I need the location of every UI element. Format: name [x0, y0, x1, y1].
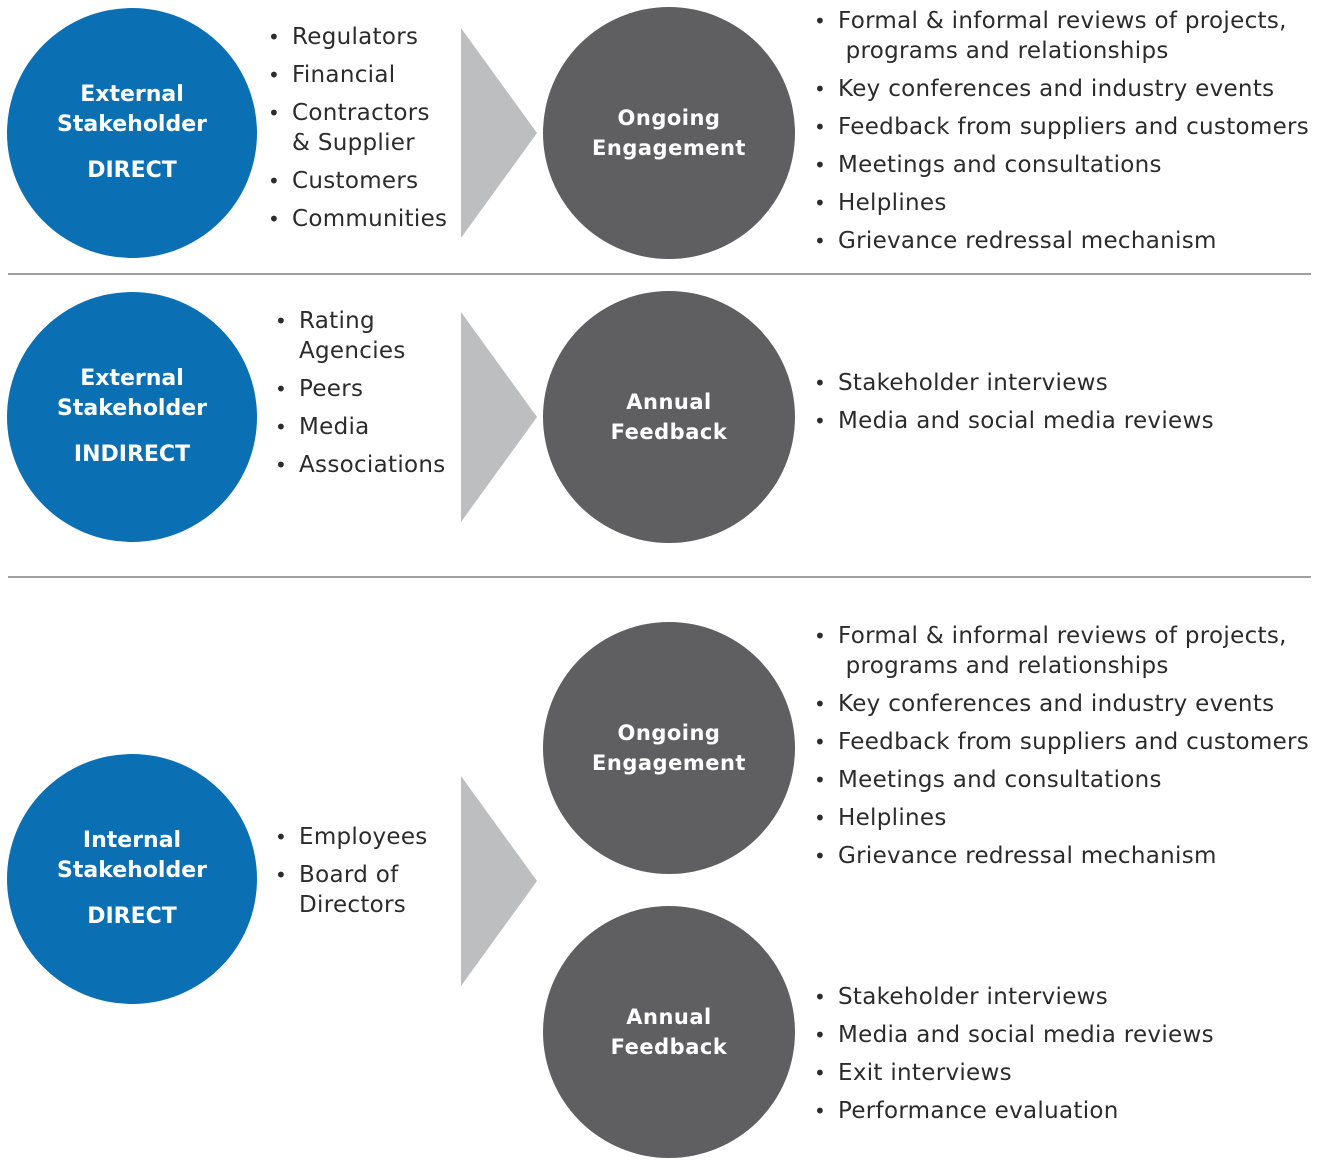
stakeholder-title: Internal: [82, 828, 182, 853]
list-item: Feedback from suppliers and customers: [814, 727, 1309, 757]
list-item: Associations: [275, 450, 446, 480]
list-item: Stakeholder interviews: [814, 368, 1214, 398]
stakeholder-kind: DIRECT: [87, 158, 177, 183]
channel-title: Ongoing: [617, 106, 721, 130]
list-item: Peers: [275, 374, 446, 404]
list-item: Helplines: [814, 803, 1309, 833]
list-item: Key conferences and industry events: [814, 74, 1309, 104]
list-item: Helplines: [814, 188, 1309, 218]
channel-circle-ongoing-engagement: Ongoing Engagement: [543, 7, 795, 259]
channel-title: Feedback: [610, 420, 728, 444]
channel-title: Feedback: [610, 1035, 728, 1059]
section-divider: [8, 273, 1311, 275]
stakeholder-kind: DIRECT: [87, 904, 177, 929]
list-item: Feedback from suppliers and customers: [814, 112, 1309, 142]
engagement-activities-list: Formal & informal reviews of projects, p…: [814, 6, 1309, 264]
list-item: Contractors & Supplier: [268, 98, 447, 158]
list-item: Formal & informal reviews of projects, p…: [814, 621, 1309, 681]
stakeholder-kind: INDIRECT: [73, 442, 191, 467]
stakeholder-title: Stakeholder: [56, 396, 207, 421]
list-item: Performance evaluation: [814, 1096, 1214, 1126]
channel-title: Ongoing: [617, 721, 721, 745]
list-item: Regulators: [268, 22, 447, 52]
list-item: Meetings and consultations: [814, 765, 1309, 795]
feedback-activities-list: Stakeholder interviews Media and social …: [814, 368, 1214, 444]
channel-circle-ongoing-engagement: Ongoing Engagement: [543, 622, 795, 874]
channel-title: Engagement: [592, 136, 746, 160]
flow-arrow: [461, 776, 537, 986]
channel-title: Annual: [626, 390, 712, 414]
list-item: Grievance redressal mechanism: [814, 226, 1309, 256]
engagement-activities-list: Formal & informal reviews of projects, p…: [814, 621, 1309, 879]
list-item: Media: [275, 412, 446, 442]
channel-title: Engagement: [592, 751, 746, 775]
stakeholder-circle-external-indirect: External Stakeholder INDIRECT: [7, 292, 257, 542]
stakeholder-circle-external-direct: External Stakeholder DIRECT: [7, 8, 257, 258]
stakeholder-title: Stakeholder: [56, 858, 207, 883]
stakeholder-groups-list: Rating Agencies Peers Media Associations: [275, 306, 446, 488]
section-divider: [8, 576, 1311, 578]
stakeholder-title: External: [80, 82, 184, 107]
stakeholder-title: External: [80, 366, 184, 391]
stakeholder-circle-internal-direct: Internal Stakeholder DIRECT: [7, 754, 257, 1004]
stakeholder-groups-list: Employees Board of Directors: [275, 822, 428, 928]
list-item: Key conferences and industry events: [814, 689, 1309, 719]
list-item: Exit interviews: [814, 1058, 1214, 1088]
list-item: Formal & informal reviews of projects, p…: [814, 6, 1309, 66]
channel-circle-annual-feedback: Annual Feedback: [543, 291, 795, 543]
list-item: Grievance redressal mechanism: [814, 841, 1309, 871]
list-item: Rating Agencies: [275, 306, 446, 366]
feedback-activities-list: Stakeholder interviews Media and social …: [814, 982, 1214, 1134]
list-item: Communities: [268, 204, 447, 234]
list-item: Board of Directors: [275, 860, 428, 920]
list-item: Meetings and consultations: [814, 150, 1309, 180]
list-item: Employees: [275, 822, 428, 852]
list-item: Media and social media reviews: [814, 406, 1214, 436]
flow-arrow: [461, 28, 537, 238]
list-item: Financial: [268, 60, 447, 90]
list-item: Stakeholder interviews: [814, 982, 1214, 1012]
list-item: Media and social media reviews: [814, 1020, 1214, 1050]
stakeholder-title: Stakeholder: [56, 112, 207, 137]
stakeholder-groups-list: Regulators Financial Contractors & Suppl…: [268, 22, 447, 242]
channel-circle-annual-feedback: Annual Feedback: [543, 906, 795, 1158]
flow-arrow: [461, 312, 537, 522]
list-item: Customers: [268, 166, 447, 196]
channel-title: Annual: [626, 1005, 712, 1029]
